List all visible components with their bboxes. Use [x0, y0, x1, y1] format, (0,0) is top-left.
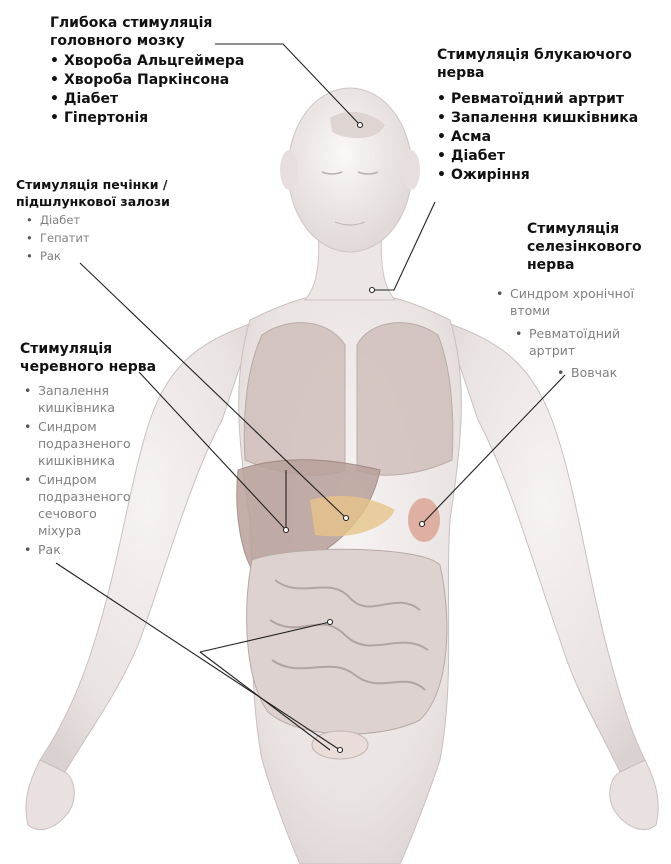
- vagus-item: Діабет: [437, 147, 638, 166]
- vagus-title-1: Стимуляція блукаючого: [437, 46, 638, 64]
- abdominal-title-1: Стимуляція: [20, 340, 156, 358]
- abdominal-item-line: подразненого: [24, 488, 156, 505]
- abdominal-item-line: Рак: [24, 541, 156, 558]
- liver-stimulation-block: Стимуляція печінки / підшлункової залози…: [16, 176, 170, 264]
- abdominal-item-line: Синдром: [24, 418, 156, 435]
- deep-brain-item: Діабет: [50, 90, 244, 109]
- spleen-item-line: втоми: [496, 302, 634, 319]
- abdominal-item-line: міхура: [24, 522, 156, 539]
- liver-item: Рак: [26, 248, 170, 264]
- spleen-title-3: нерва: [527, 256, 642, 274]
- vagus-title-2: нерва: [437, 64, 638, 82]
- liver-title-2: підшлункової залози: [16, 193, 170, 210]
- deep-brain-item: Хвороба Паркінсона: [50, 71, 244, 90]
- deep-brain-title-1: Глибока стимуляція: [50, 14, 244, 32]
- spleen-item: Ревматоїдний артрит: [515, 325, 620, 359]
- liver-item: Діабет: [26, 212, 170, 228]
- abdominal-stimulation-block: Стимуляція черевного нерва Запалення киш…: [20, 340, 156, 558]
- spleen-item-line: Ревматоїдний: [515, 325, 620, 342]
- spleen-item-line: Вовчак: [557, 364, 617, 381]
- spleen-item: Вовчак: [557, 364, 617, 381]
- spleen-item-line: Синдром хронічної: [496, 285, 634, 302]
- leader-dot-abdominal: [284, 528, 289, 533]
- abdominal-item-line: кишківника: [24, 399, 156, 416]
- deep-brain-item: Гіпертонія: [50, 109, 244, 128]
- spleen-item-line: артрит: [515, 342, 620, 359]
- vagus-item: Асма: [437, 128, 638, 147]
- deep-brain-stimulation-block: Глибока стимуляція головного мозку Хворо…: [50, 14, 244, 128]
- spleen-title-1: Стимуляція: [527, 220, 642, 238]
- leader-dot-liver: [344, 516, 349, 521]
- abdominal-item-line: кишківника: [24, 452, 156, 469]
- spleen-item: Синдром хронічної втоми: [496, 285, 634, 319]
- abdominal-item-line: сечового: [24, 505, 156, 522]
- leader-dot-deep-brain: [358, 123, 363, 128]
- vagus-item: Ревматоїдний артрит: [437, 90, 638, 109]
- leader-dot-vagus: [370, 288, 375, 293]
- deep-brain-title-2: головного мозку: [50, 32, 244, 50]
- abdominal-item-line: Запалення: [24, 382, 156, 399]
- abdominal-items: Запалення кишківника Синдром подразненог…: [24, 382, 156, 558]
- abdominal-item-line: Синдром: [24, 471, 156, 488]
- liver-item: Гепатит: [26, 230, 170, 246]
- leader-dot-intestine: [328, 620, 333, 625]
- spleen-stimulation-block: Стимуляція селезінкового нерва: [527, 220, 642, 274]
- vagus-item: Ожиріння: [437, 166, 638, 185]
- deep-brain-item: Хвороба Альцгеймера: [50, 52, 244, 71]
- liver-title-1: Стимуляція печінки /: [16, 176, 170, 193]
- vagus-item: Запалення кишківника: [437, 109, 638, 128]
- leader-dot-spleen: [420, 522, 425, 527]
- spleen-title-2: селезінкового: [527, 238, 642, 256]
- leader-dot-cancer: [338, 748, 343, 753]
- vagus-stimulation-block: Стимуляція блукаючого нерва Ревматоїдний…: [437, 46, 638, 185]
- abdominal-title-2: черевного нерва: [20, 358, 156, 376]
- abdominal-item-line: подразненого: [24, 435, 156, 452]
